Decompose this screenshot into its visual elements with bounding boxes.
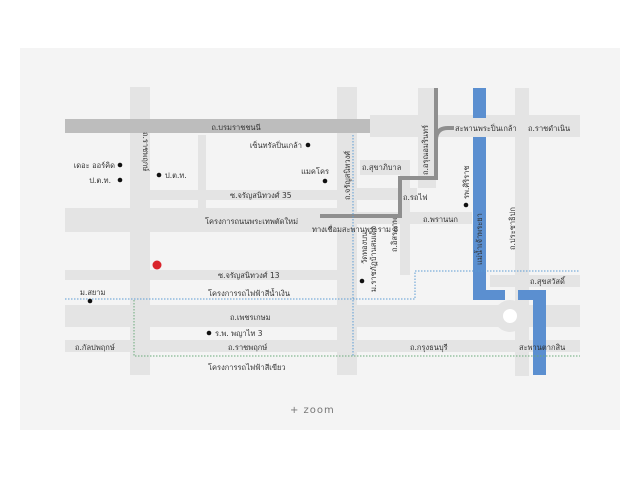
label-suksawat: ถ.สุขสวัสดิ์: [530, 276, 566, 286]
poi-dot: [156, 172, 162, 178]
label-phran-nok: ถ.พรานนก: [423, 215, 458, 224]
label-ratchaphruek-v: ถ.ราชพฤกษ์: [141, 132, 150, 171]
poi-phyathai3: ร.พ. พญาไท 3: [215, 329, 263, 338]
poi-pto-mid: ป.ต.ท.: [165, 171, 187, 180]
poi-the-orchid: เดอะ ออร์คิด: [74, 161, 115, 170]
label-kanlapaphruek: ถ.กัลปพฤกษ์: [75, 343, 115, 352]
road-labels: ถ.บรมราชชนนี ถ.ราชพฤกษ์ ถ.จรัญสนิทวงศ์ ถ…: [75, 123, 570, 372]
label-isaraphap: ถ.อิสรภาพ: [390, 218, 399, 252]
road-new-project: [65, 208, 337, 232]
poi-dot: [87, 298, 93, 304]
label-arun-amarin: ถ.อรุณอมรินทร์: [421, 125, 430, 175]
poi-dot: [322, 178, 328, 184]
poi-dot: [117, 177, 123, 183]
river: [473, 88, 546, 375]
label-pinklao-bridge: สะพานพระปิ่นเกล้า: [455, 123, 517, 133]
label-borommaratchachonnani: ถ.บรมราชชนนี: [211, 123, 260, 132]
label-krung-thonburi: ถ.กรุงธนบุรี: [410, 343, 448, 352]
roads: [65, 87, 580, 376]
label-sukhaphiban: ถ.สุขาภิบาล: [362, 163, 401, 172]
label-ratchaphruek-h: ถ.ราชพฤกษ์: [228, 343, 267, 352]
blue-line-route: [65, 135, 580, 357]
poi-dot: [305, 142, 311, 148]
label-rot-fai: ถ.รถไฟ: [403, 193, 428, 202]
poi-dot: [117, 162, 123, 168]
label-phetkasem: ถ.เพชรเกษม: [230, 313, 271, 322]
poi-m-siam: ม.สยาม: [80, 288, 106, 297]
poi-dot: [359, 278, 365, 284]
poi-pto-left: ป.ต.ท.: [89, 176, 111, 185]
label-ratchadamnoen: ถ.ราชดำเนิน: [528, 124, 570, 133]
road-sukhaphiban: [360, 160, 405, 175]
places: เดอะ ออร์คิด ป.ต.ท. ป.ต.ท. เซ็นทรัลปิ่นเ…: [74, 140, 471, 338]
label-soi35: ซ.จรัญสนิทวงศ์ 35: [230, 191, 292, 200]
green-line-route: [133, 300, 580, 357]
road-soi35: [150, 190, 337, 200]
road-minor: [198, 135, 206, 215]
poi-wat-thong: วัดทองบน: [360, 232, 369, 264]
label-blue-line: โครงการรถไฟฟ้าสีน้ำเงิน: [208, 288, 290, 298]
label-chao-phraya: แม่น้ำเจ้าพระยา: [474, 213, 484, 265]
road-arun-amarin: [418, 88, 436, 188]
poi-makro: แมคโคร: [301, 167, 329, 176]
road-soi13: [65, 270, 337, 280]
road-borommaratchachonnani: [65, 119, 370, 133]
poi-siriraj: รพ.ศิริราช: [462, 166, 471, 199]
road-phetkasem: [65, 305, 580, 327]
road-suksawat: [490, 275, 580, 287]
label-rama8-link: ทางเชื่อมสะพานพระราม 8: [312, 224, 398, 234]
zoom-button[interactable]: + zoom: [290, 405, 335, 416]
label-charansanitwong: ถ.จรัญสนิทวงศ์: [343, 151, 352, 200]
expressway-rama8: [320, 88, 438, 218]
poi-central-pinklao: เซ็นทรัลปิ่นเกล้า: [250, 140, 302, 150]
location-marker-icon: [152, 260, 162, 270]
poi-dot: [463, 202, 469, 208]
label-soi13: ซ.จรัญสนิทวงศ์ 13: [218, 271, 280, 280]
poi-dot: [206, 330, 212, 336]
label-new-road-project: โครงการถนนพระเทพตัดใหม่: [205, 217, 298, 226]
label-prachathipok: ถ.ประชาธิปก: [508, 207, 517, 250]
roundabout-center: [503, 309, 517, 323]
road-charansanitwong: [337, 87, 357, 375]
label-green-line: โครงการรถไฟฟ้าสีเขียว: [208, 363, 286, 372]
label-taksin-bridge: สะพานตากสิน: [519, 343, 565, 352]
poi-bansomdej: ม.ราชภัฏบ้านสมเด็จ: [368, 226, 378, 292]
road-pinklao-bridge: [370, 115, 580, 137]
road-ratchaphruek-krungthonburi: [65, 340, 580, 352]
